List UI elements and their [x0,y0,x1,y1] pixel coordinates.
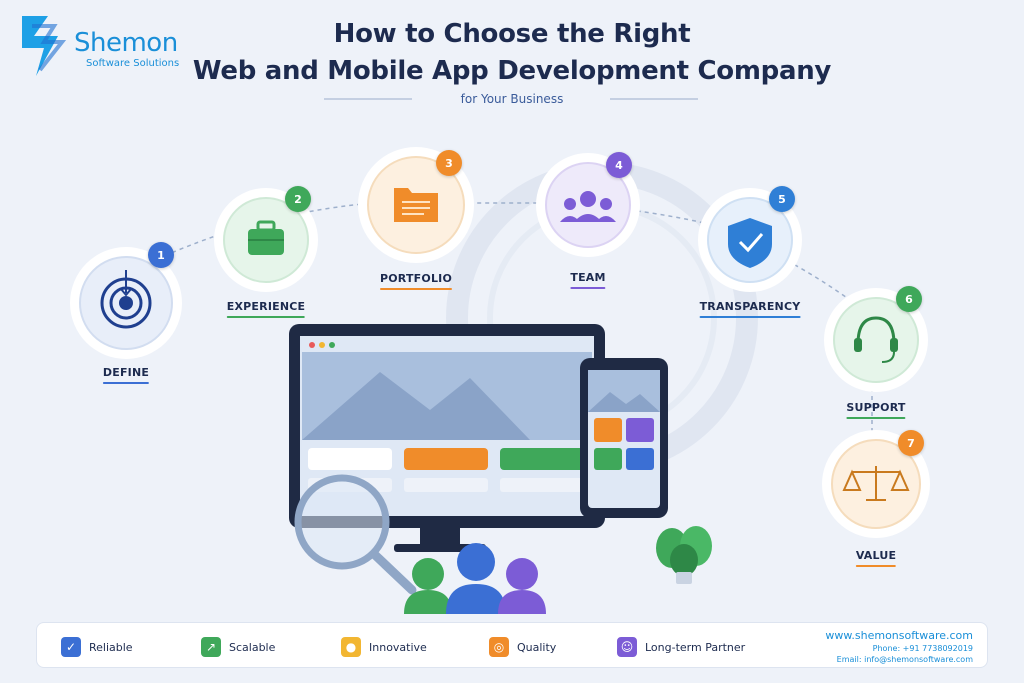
step-label-team: TEAM [570,271,606,289]
step-label-support: SUPPORT [846,401,906,419]
page-title-line2: Web and Mobile App Development Company [192,56,832,86]
step-label-experience: EXPERIENCE [226,300,306,318]
feature-label: Innovative [369,640,427,654]
feature-label: Scalable [229,640,276,654]
step-label-portfolio: PORTFOLIO [379,272,453,290]
step-label-text: EXPERIENCE [226,300,306,313]
step-underline [699,316,801,318]
step-underline [846,417,906,419]
step-circle-team [536,153,640,257]
page-title-line1: How to Choose the Right [333,19,691,49]
step-circle-define [70,247,182,359]
contact-info: www.shemonsoftware.com Phone: +91 773809… [825,629,973,664]
step-circle-portfolio [358,147,474,263]
step-label-text: PORTFOLIO [379,272,453,285]
step-label-text: TRANSPARENCY [699,300,801,313]
page-subtitle: for Your Business [460,92,564,106]
step-badge-3: 3 [436,150,462,176]
step-underline [379,288,453,290]
step-badge-1: 1 [148,242,174,268]
step-underline [102,382,150,384]
people-illustration [404,543,546,614]
folder-icon [394,188,438,222]
feature-label: Quality [517,640,557,654]
features-footer: ✓ Reliable ↗ Scalable ● Innovative ◎ Qua… [36,622,988,668]
step-badge-5: 5 [769,186,795,212]
brand-name: Shemon [74,28,178,58]
website-link[interactable]: www.shemonsoftware.com [825,629,973,642]
feature-reliable: ✓ Reliable [61,637,133,657]
feature-label: Long-term Partner [645,640,746,654]
team-icon [560,191,616,222]
step-circle-support [824,288,928,392]
target-icon: ◎ [489,637,509,657]
mobile-phone [580,358,668,518]
step-label-define: DEFINE [102,366,150,384]
people-icon: ☺ [617,637,637,657]
step-badge-7: 7 [898,430,924,456]
email-text: Email: info@shemonsoftware.com [836,655,973,664]
feature-quality: ◎ Quality [489,637,556,657]
subtitle-divider-right [610,98,698,100]
feature-long-term-partner: ☺ Long-term Partner [617,637,745,657]
check-icon: ✓ [61,637,81,657]
step-label-text: SUPPORT [846,401,906,414]
briefcase-icon [248,220,284,255]
subtitle-divider-left [324,98,412,100]
feature-scalable: ↗ Scalable [201,637,275,657]
step-underline [226,316,306,318]
magnifier-icon [294,474,417,595]
step-circle-value [822,430,930,538]
trend-up-icon: ↗ [201,637,221,657]
step-underline [570,287,606,289]
brand-logo [22,16,67,76]
step-badge-6: 6 [896,286,922,312]
step-badge-4: 4 [606,152,632,178]
target-icon [100,270,152,329]
brand-tagline: Software Solutions [86,58,180,69]
lightbulb-icon: ● [341,637,361,657]
step-circle-experience [214,188,318,292]
step-label-text: VALUE [855,549,897,562]
scale-icon [842,466,910,501]
phone-text: Phone: +91 7738092019 [872,644,973,653]
step-label-text: TEAM [570,271,606,284]
step-underline [855,565,897,567]
step-label-value: VALUE [855,549,897,567]
shield-check-icon [728,218,772,268]
headset-icon [854,316,898,363]
step-label-transparency: TRANSPARENCY [699,300,801,318]
step-circle-transparency [698,188,802,292]
plant-icon [656,526,712,584]
step-label-text: DEFINE [102,366,150,379]
feature-innovative: ● Innovative [341,637,427,657]
step-badge-2: 2 [285,186,311,212]
feature-label: Reliable [89,640,133,654]
